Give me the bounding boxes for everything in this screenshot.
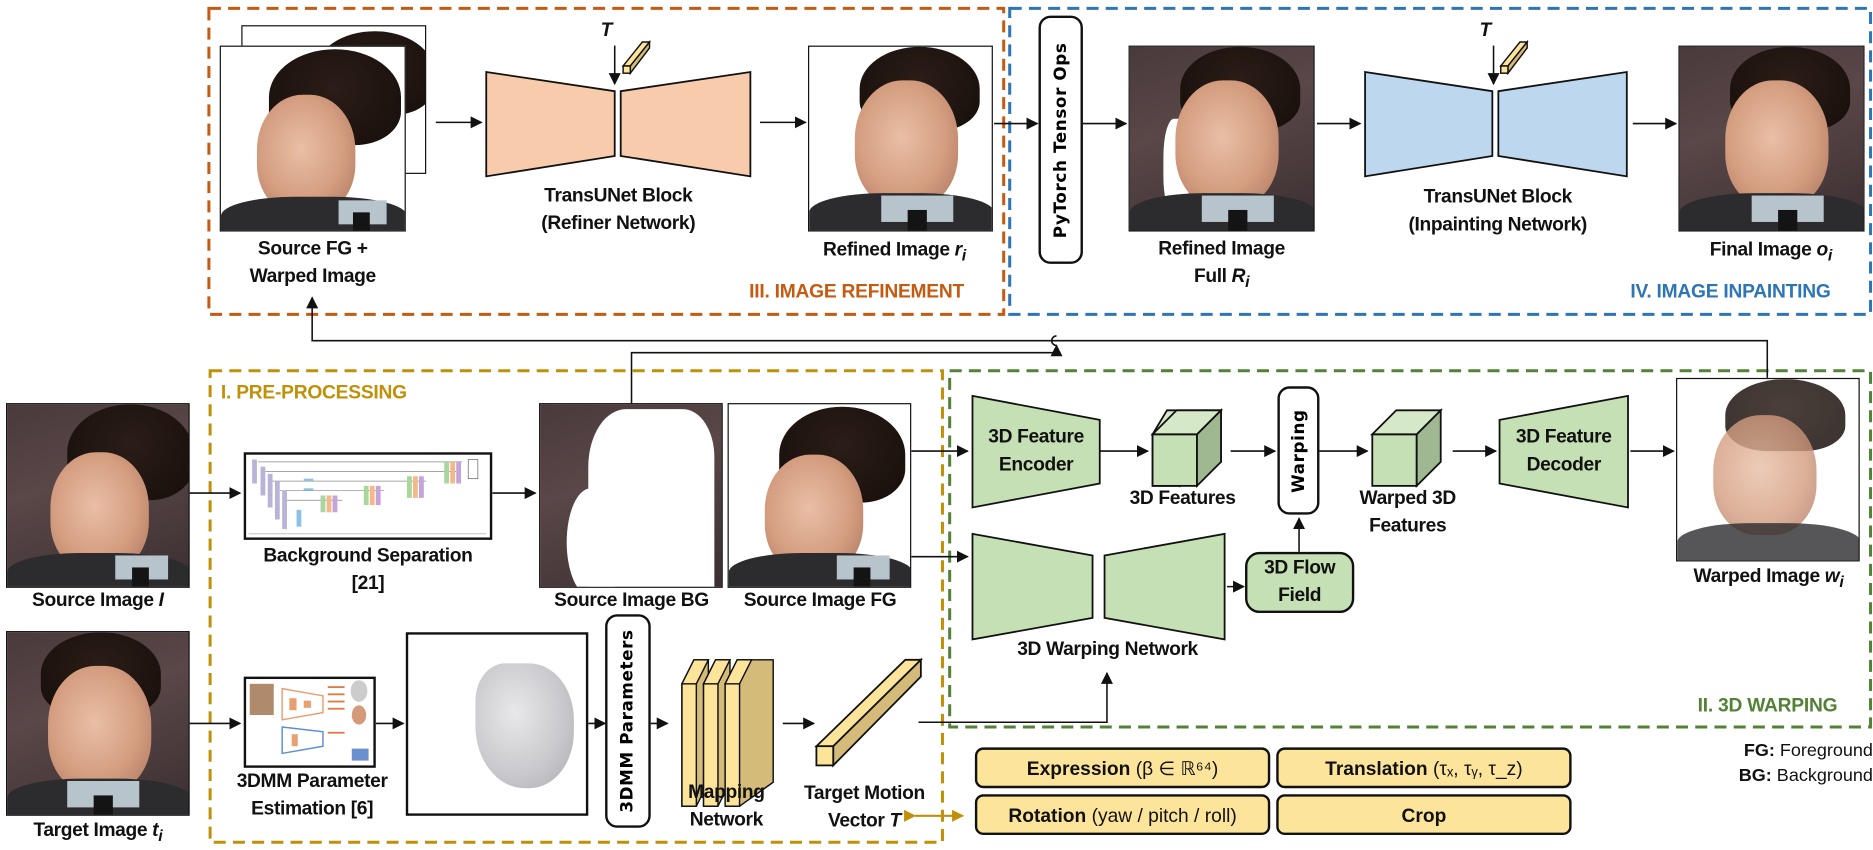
motion-vector-label-left: T	[600, 20, 613, 41]
refiner-block-label: TransUNet Block (Refiner Network)	[541, 185, 696, 234]
face-mesh-render	[475, 663, 574, 789]
inpainting-block-label: TransUNet Block (Inpainting Network)	[1408, 187, 1587, 236]
target-image-label: Target Image ti	[33, 820, 163, 845]
dmm-estimation-label: 3DMM Parameter Estimation [6]	[236, 771, 388, 820]
refined-full-label: Refined Image Full Ri	[1158, 238, 1285, 291]
warped-features-label: Warped 3D Features	[1359, 488, 1457, 537]
source-bg-thumbnail	[539, 403, 723, 588]
legend-item-bg: BG: Background	[1738, 765, 1873, 786]
face-mesh-thumbnail	[405, 632, 589, 816]
section-box-warping	[948, 369, 1873, 729]
flow-field-label: 3D Flow Field	[1264, 557, 1336, 606]
motion-vector-small-right	[1499, 39, 1529, 76]
motion-vector-small-left	[621, 39, 652, 76]
abbreviation-legend: FG: Foreground BG: Background	[1705, 738, 1873, 788]
mapping-network-label: Mapping Network	[688, 782, 765, 831]
motion-vector-label-right: T	[1479, 20, 1491, 41]
section-title-warping: II. 3D WARPING	[1697, 695, 1838, 717]
dmm-network-icon	[249, 680, 369, 761]
motion-component-rotation: Rotation (yaw / pitch / roll)	[974, 794, 1271, 835]
refined-image-label: Refined Image ri	[823, 239, 966, 265]
source-fg-image-thumbnail	[727, 403, 912, 588]
background-separation-label: Background Separation [21]	[263, 545, 473, 594]
motion-component-expression: Expression (β ∈ ℝ⁶⁴)	[974, 747, 1271, 789]
target-image-thumbnail	[6, 631, 190, 816]
target-motion-bar	[814, 657, 924, 768]
inpainting-encoder-shape	[1364, 70, 1494, 178]
motion-component-crop: Crop	[1276, 794, 1572, 835]
source-fg-label: Source Image FG	[743, 590, 897, 611]
legend-item-fg: FG: Foreground	[1743, 740, 1873, 761]
warped-image-label: Warped Image wi	[1693, 566, 1844, 591]
section-box-preprocessing	[208, 369, 944, 844]
source-fg-thumbnail	[219, 45, 406, 232]
section-title-inpainting: IV. IMAGE INPAINTING	[1630, 281, 1831, 303]
feature-encoder-label: 3D Feature Encoder	[988, 427, 1084, 476]
target-motion-label: Target Motion Vector T	[803, 783, 925, 832]
pytorch-tensor-ops-label: PyTorch Tensor Ops	[1051, 41, 1071, 238]
final-image-label: Final Image oi	[1709, 239, 1833, 265]
refiner-decoder-shape	[619, 70, 752, 178]
mapping-network-shape	[680, 659, 774, 807]
features-3d-cube	[1150, 408, 1224, 489]
source-fg-warped-label: Source FG + Warped Image	[249, 238, 377, 287]
warping-network-label: 3D Warping Network	[1017, 639, 1198, 660]
unet-architecture-icon	[248, 459, 487, 535]
warped-features-cube	[1370, 408, 1443, 489]
background-separation-thumbnail	[243, 452, 493, 540]
refiner-encoder-shape	[485, 70, 616, 178]
inpainting-decoder-shape	[1497, 70, 1628, 178]
feature-encoder-shape	[971, 394, 1101, 509]
warping-op-label: Warping	[1288, 408, 1309, 493]
source-image-label: Source Image I	[32, 590, 164, 611]
refined-image-thumbnail	[808, 45, 993, 232]
refined-full-thumbnail	[1128, 45, 1315, 232]
source-image-thumbnail	[6, 403, 190, 588]
feature-decoder-shape	[1498, 394, 1629, 509]
dmm-parameters-box: 3DMM Parameters	[605, 614, 651, 828]
warped-image-thumbnail	[1676, 377, 1860, 562]
final-image-thumbnail	[1678, 45, 1865, 232]
source-bg-label: Source Image BG	[554, 590, 709, 611]
section-box-inpainting	[1008, 6, 1873, 316]
dmm-parameters-label: 3DMM Parameters	[618, 629, 638, 813]
section-title-refinement: III. IMAGE REFINEMENT	[749, 281, 964, 303]
section-title-preprocessing: I. PRE-PROCESSING	[220, 382, 407, 404]
warping-net-decoder-shape	[1103, 532, 1226, 641]
motion-component-translation: Translation (τₓ, τᵧ, τ_z)	[1276, 747, 1572, 789]
dmm-estimation-thumbnail	[243, 676, 376, 768]
feature-decoder-label: 3D Feature Decoder	[1515, 427, 1612, 476]
warping-op-box: Warping	[1277, 386, 1320, 515]
features-3d-label: 3D Features	[1129, 488, 1236, 509]
pytorch-tensor-ops-box: PyTorch Tensor Ops	[1038, 15, 1083, 264]
flow-field-box: 3D Flow Field	[1245, 551, 1355, 614]
warping-net-encoder-shape	[971, 532, 1094, 641]
